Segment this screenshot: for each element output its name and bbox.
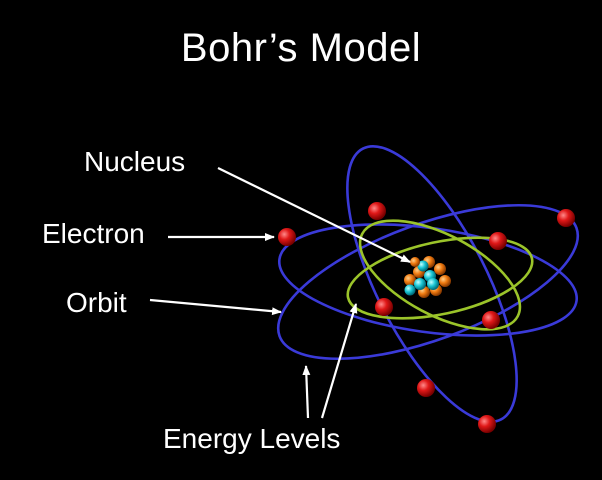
electrons (278, 202, 575, 433)
label-energy-levels: Energy Levels (163, 423, 341, 454)
label-orbit: Orbit (66, 287, 127, 318)
neutron (414, 278, 426, 290)
nucleus (404, 256, 451, 298)
diagram-title: Bohr’s Model (180, 26, 422, 70)
electron (417, 379, 435, 397)
electron (557, 209, 575, 227)
orbit-ring-2 (276, 203, 580, 361)
orbit-ring-inner-1 (346, 236, 534, 320)
pointer-nucleus (217, 167, 411, 263)
label-electron: Electron (42, 218, 145, 249)
proton (439, 275, 451, 287)
pointer-energy-level-1 (302, 365, 311, 419)
neutron (427, 278, 439, 290)
pointer-energy-level-2 (320, 303, 358, 419)
proton (434, 263, 446, 275)
pointer-orbit (149, 298, 282, 316)
electron (478, 415, 496, 433)
electron (482, 311, 500, 329)
electron (489, 232, 507, 250)
orbit-ring-inner-2 (358, 219, 522, 331)
electron (278, 228, 296, 246)
electron (375, 298, 393, 316)
label-nucleus: Nucleus (84, 146, 186, 177)
proton (410, 257, 420, 267)
neutron (417, 260, 429, 272)
proton (404, 274, 416, 286)
electron (368, 202, 386, 220)
neutron (404, 284, 416, 296)
